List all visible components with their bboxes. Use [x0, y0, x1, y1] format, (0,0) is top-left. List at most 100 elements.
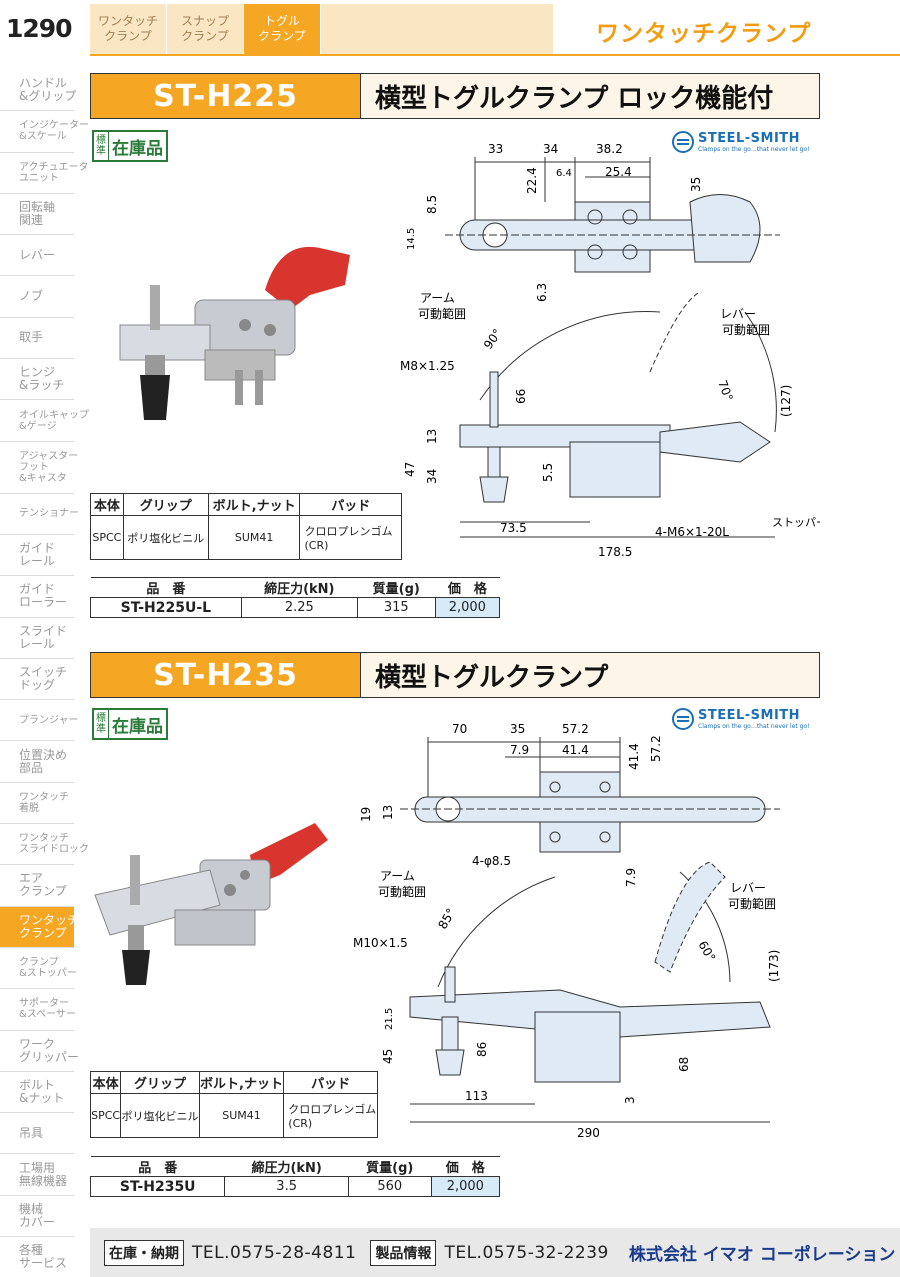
- angle-70: 70°: [715, 378, 735, 403]
- sidebar: ハンドル &グリップ インジケーター &スケール アクチュエータ ユニット 回転…: [0, 70, 89, 1277]
- dim-34b: 34: [425, 469, 439, 484]
- sidebar-item[interactable]: アクチュエータ ユニット: [0, 153, 89, 194]
- sidebar-item[interactable]: オイルキャップ &ゲージ: [0, 400, 89, 442]
- sidebar-item[interactable]: ガイド レール: [0, 535, 74, 577]
- label-arm: アーム: [380, 869, 415, 883]
- dim-66: 66: [514, 389, 528, 404]
- dim-8-5: 8.5: [425, 195, 439, 214]
- dim-35: 35: [510, 722, 525, 736]
- sidebar-item[interactable]: テンショナー: [0, 494, 79, 535]
- spec-price: 2,000: [434, 597, 501, 618]
- sidebar-item[interactable]: プランジャー: [0, 700, 79, 742]
- spec-header: 品 番: [90, 577, 242, 598]
- mat-cell: SPCC: [90, 515, 124, 560]
- dim-25-4: 25.4: [605, 165, 632, 179]
- stock-badge: 標 準 在庫品: [92, 130, 168, 162]
- sidebar-item[interactable]: サポーター &スペーサー: [0, 989, 76, 1031]
- product-name: 横型トグルクランプ ロック機能付: [361, 74, 819, 118]
- sidebar-item[interactable]: ノブ: [0, 276, 74, 318]
- product-photo-1: [119, 246, 350, 420]
- mat-header: ボルト,ナット: [207, 493, 301, 516]
- sidebar-item[interactable]: ワンタッチ スライドロック: [0, 824, 89, 866]
- sidebar-item[interactable]: ワーク グリッパー: [0, 1031, 79, 1072]
- mat-cell: SUM41: [198, 1093, 285, 1138]
- sidebar-item[interactable]: レバー: [0, 235, 74, 277]
- dim-57-2v: 57.2: [649, 735, 663, 762]
- mat-cell: ポリ塩化ビニル: [122, 515, 209, 560]
- dim-290: 290: [577, 1126, 600, 1140]
- dim-13: 13: [425, 429, 439, 444]
- dim-21-5: 21.5: [384, 1008, 395, 1030]
- product-header-1: ST-H225 横型トグルクランプ ロック機能付: [90, 73, 820, 119]
- sidebar-item[interactable]: 工場用 無線機器: [0, 1154, 74, 1196]
- dim-47: 47: [403, 462, 417, 477]
- dim-41-4: 41.4: [562, 743, 589, 757]
- dim-22-4: 22.4: [525, 167, 539, 194]
- sidebar-item[interactable]: 位置決め 部品: [0, 741, 74, 783]
- logo-name: STEEL-SMITH: [698, 131, 801, 146]
- mat-header: ボルト,ナット: [198, 1071, 285, 1094]
- spec-force: 2.25: [240, 597, 358, 618]
- mat-header: パッド: [299, 493, 402, 516]
- dim-3: 3: [623, 1096, 637, 1104]
- tab-one-touch-clamp[interactable]: ワンタッチ クランプ: [90, 4, 167, 54]
- sidebar-item[interactable]: エア クランプ: [0, 865, 74, 907]
- mat-cell: ポリ塩化ビニル: [120, 1093, 200, 1138]
- footer-tel-info[interactable]: TEL.0575-32-2239: [444, 1242, 609, 1263]
- logo-tagline: Clamps on the go…that never let go!: [698, 723, 810, 730]
- footer-tel-stock[interactable]: TEL.0575-28-4811: [192, 1242, 357, 1263]
- label-m10: M10×1.5: [353, 936, 408, 950]
- dim-178-5: 178.5: [598, 545, 632, 559]
- spec-model: ST-H235U: [89, 1176, 226, 1197]
- sidebar-item[interactable]: 取手: [0, 318, 74, 360]
- sidebar-item[interactable]: ヒンジ &ラッチ: [0, 359, 74, 401]
- spec-header: 価 格: [431, 1156, 500, 1177]
- sidebar-item[interactable]: インジケーター &スケール: [0, 111, 89, 153]
- sidebar-item[interactable]: アジャスター フット &キャスタ: [0, 442, 78, 494]
- sidebar-item[interactable]: 機械 カバー: [0, 1196, 74, 1238]
- tab-snap-clamp[interactable]: スナップ クランプ: [167, 4, 244, 54]
- mat-header: 本体: [90, 493, 124, 516]
- label-arm-range: 可動範囲: [418, 306, 466, 321]
- page-number: 1290: [6, 14, 73, 43]
- dim-70: 70: [452, 722, 467, 736]
- footer: 在庫・納期 TEL.0575-28-4811 製品情報 TEL.0575-32-…: [90, 1228, 900, 1277]
- product-name: 横型トグルクランプ: [361, 653, 819, 697]
- label-arm-range: 可動範囲: [378, 884, 426, 899]
- label-lever-range: 可動範囲: [728, 896, 776, 911]
- sidebar-item[interactable]: ボルト &ナット: [0, 1072, 74, 1114]
- spec-force: 3.5: [224, 1176, 349, 1197]
- sidebar-item[interactable]: ワンタッチ 着脱: [0, 783, 74, 825]
- sidebar-item[interactable]: スイッチ ドッグ: [0, 659, 74, 701]
- dim-6-4: 6.4: [556, 168, 572, 179]
- sidebar-item-active[interactable]: ワンタッチ クランプ: [0, 906, 79, 948]
- spec-price: 2,000: [430, 1176, 501, 1197]
- dim-68: 68: [677, 1057, 691, 1072]
- sidebar-item[interactable]: ガイド ローラー: [0, 576, 74, 618]
- sidebar-item[interactable]: 回転軸 関連: [0, 194, 74, 236]
- stock-badge-key: 標 準: [94, 132, 109, 160]
- dim-86: 86: [475, 1042, 489, 1057]
- spec-model: ST-H225U-L: [90, 597, 242, 618]
- mat-cell: SPCC: [89, 1093, 122, 1138]
- sidebar-item[interactable]: クランプ &ストッパー: [0, 948, 77, 990]
- tab-toggle-clamp[interactable]: トグル クランプ: [244, 4, 321, 54]
- sidebar-item[interactable]: ハンドル &グリップ: [0, 70, 76, 112]
- product-model: ST-H225: [91, 74, 361, 118]
- spec-mass: 315: [356, 597, 436, 618]
- dim-35: 35: [689, 177, 703, 192]
- logo-icon: [672, 708, 694, 730]
- stock-badge: 標 準 在庫品: [92, 708, 168, 740]
- label-lever-range: 可動範囲: [722, 322, 770, 337]
- mat-cell: SUM41: [207, 515, 301, 560]
- drawing-1: 33 34 38.2 6.4 25.4 22.4 35 8.5 14.5 6.3…: [400, 142, 820, 559]
- sidebar-item[interactable]: 吊具: [0, 1113, 74, 1155]
- dim-13: 13: [381, 805, 395, 820]
- sidebar-item[interactable]: スライド レール: [0, 618, 74, 659]
- dim-7-9: 7.9: [510, 743, 529, 757]
- sidebar-item[interactable]: 各種 サービス: [0, 1237, 74, 1277]
